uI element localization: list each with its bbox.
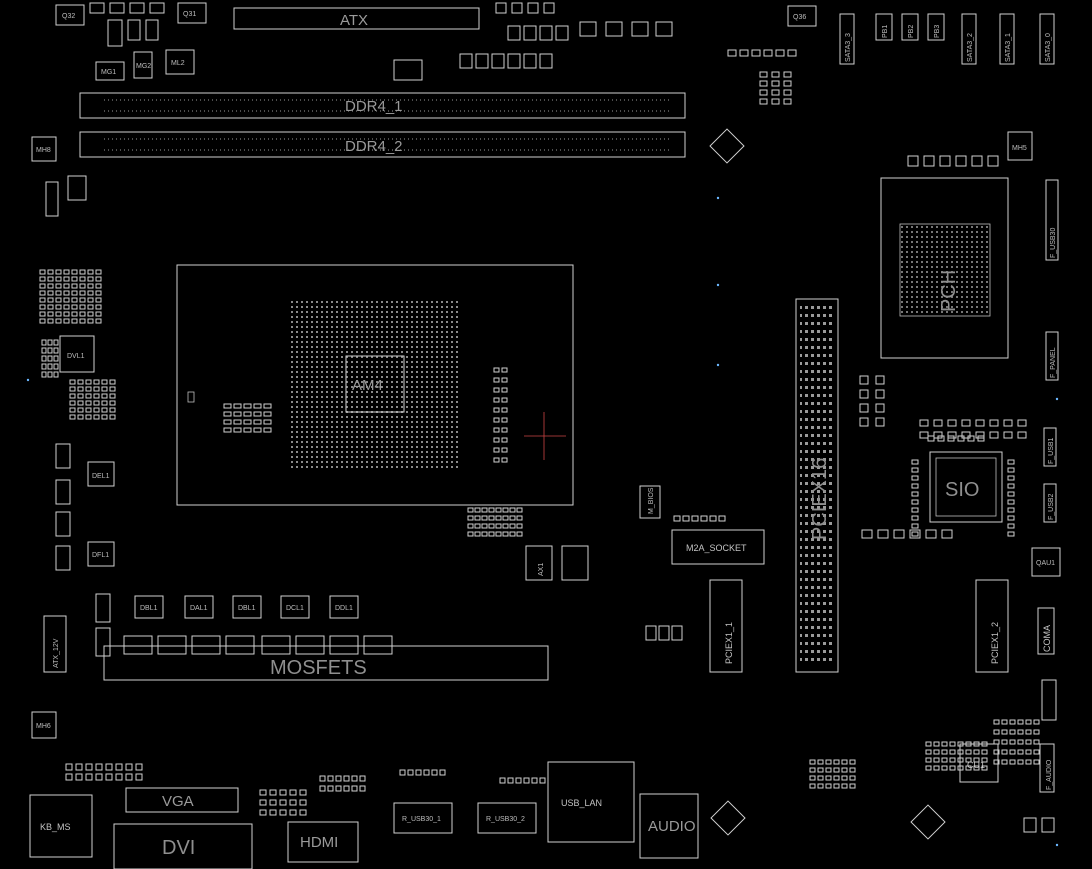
del1-label: DEL1	[92, 473, 110, 480]
atx-connector	[233, 7, 480, 30]
top-components: Q32 Q31 ML2 MG1 MG2 ATX Q36 SATA3_3 PB1 …	[55, 2, 1055, 81]
q31-label: Q31	[183, 11, 196, 18]
ddr4-2-label: DDR4_2	[345, 138, 403, 155]
coma-label: COMA	[1042, 625, 1052, 652]
vga-label: VGA	[162, 793, 194, 810]
mh5-label: MH5	[1012, 145, 1027, 152]
sata3-0-label: SATA3_0	[1045, 33, 1052, 62]
pciex1-1-label: PCIEX1_1	[724, 622, 734, 664]
ddr4-2-slot	[79, 131, 686, 158]
ddr4-slots: DDR4_1 DDR4_2	[79, 92, 686, 158]
dfl1-label: DFL1	[92, 552, 109, 559]
audio-label: AUDIO	[648, 818, 696, 835]
mh6-label: MH6	[36, 723, 51, 730]
pciex1-slots: PCIEX1_1 PCIEX1_2	[709, 579, 1009, 673]
cpu-socket: AM4	[176, 264, 574, 506]
dvl1-label: DVL1	[67, 353, 85, 360]
usb-lan-label: USB_LAN	[561, 798, 602, 808]
r-usb30-1-label: R_USB30_1	[402, 816, 441, 823]
right-edge-headers: F_USB30 F_PANEL F_USB1 F_USB2 QAU1 COMA …	[959, 131, 1061, 833]
dcl1-label: DCL1	[286, 605, 304, 612]
sata3-3-label: SATA3_3	[845, 33, 852, 62]
dbl1b-label: DBL1	[238, 605, 256, 612]
f-usb2-label: F_USB2	[1048, 493, 1055, 520]
kb-ms-label: KB_MS	[40, 822, 71, 832]
q32-label: Q32	[62, 13, 75, 20]
qau1-label: QAU1	[1036, 560, 1055, 567]
left-edge-components: MH8 DVL1 DEL1 DFL1 ATX_12V MH6	[31, 136, 115, 739]
atx-label: ATX	[340, 12, 368, 29]
mg1-label: MG1	[101, 69, 116, 76]
dvi-label: DVI	[162, 837, 195, 859]
pciex16-label: PCIEX16	[809, 458, 831, 540]
m2a-socket: M2A_SOCKET M_BIOS AX1	[525, 485, 765, 581]
pciex1-2-label: PCIEX1_2	[990, 622, 1000, 664]
hdmi-label: HDMI	[300, 834, 338, 851]
dbl1-label: DBL1	[140, 605, 158, 612]
dal1-label: DAL1	[190, 605, 208, 612]
f-usb30-label: F_USB30	[1050, 228, 1057, 258]
sio-label: SIO	[945, 479, 979, 501]
pb1-label: PB1	[882, 25, 889, 38]
ddr4-1-label: DDR4_1	[345, 98, 403, 115]
ddl1b-label: DDL1	[335, 605, 353, 612]
pch-chip: PCH	[880, 177, 1009, 359]
cu1-label: CU1	[967, 760, 985, 770]
mosfets-label: MOSFETS	[270, 657, 367, 679]
q36-label: Q36	[793, 14, 806, 21]
mh8-label: MH8	[36, 147, 51, 154]
cpu-label: AM4	[352, 377, 383, 394]
sio-chip: SIO	[929, 451, 1003, 523]
ddr4-1-slot	[79, 92, 686, 119]
ml2-label: ML2	[171, 60, 185, 67]
rear-io: KB_MS VGA DVI HDMI R_USB30_1 R_USB30_2 U…	[29, 128, 946, 869]
pch-label: PCH	[938, 270, 960, 312]
pb3-label: PB3	[934, 25, 941, 38]
f-panel-label: F_PANEL	[1050, 347, 1057, 378]
f-usb1-label: F_USB1	[1048, 437, 1055, 464]
vrm-area: MOSFETS DBL1 DAL1 DBL1 DCL1 DDL1	[95, 593, 549, 681]
ax1-label: AX1	[538, 563, 545, 576]
f-audio-label: F_AUDIO	[1046, 759, 1053, 790]
smd-pads	[39, 49, 1040, 816]
r-usb30-2-label: R_USB30_2	[486, 816, 525, 823]
mg2-label: MG2	[136, 63, 151, 70]
pciex16-slot: PCIEX16	[795, 298, 839, 673]
sata3-2-label: SATA3_2	[967, 33, 974, 62]
pb2-label: PB2	[908, 25, 915, 38]
sata3-1-label: SATA3_1	[1005, 33, 1012, 62]
atx-12v-label: ATX_12V	[53, 638, 60, 668]
via-markers	[26, 196, 1059, 847]
m-bios-label: M_BIOS	[648, 487, 655, 514]
m2a-socket-label: M2A_SOCKET	[686, 543, 747, 553]
